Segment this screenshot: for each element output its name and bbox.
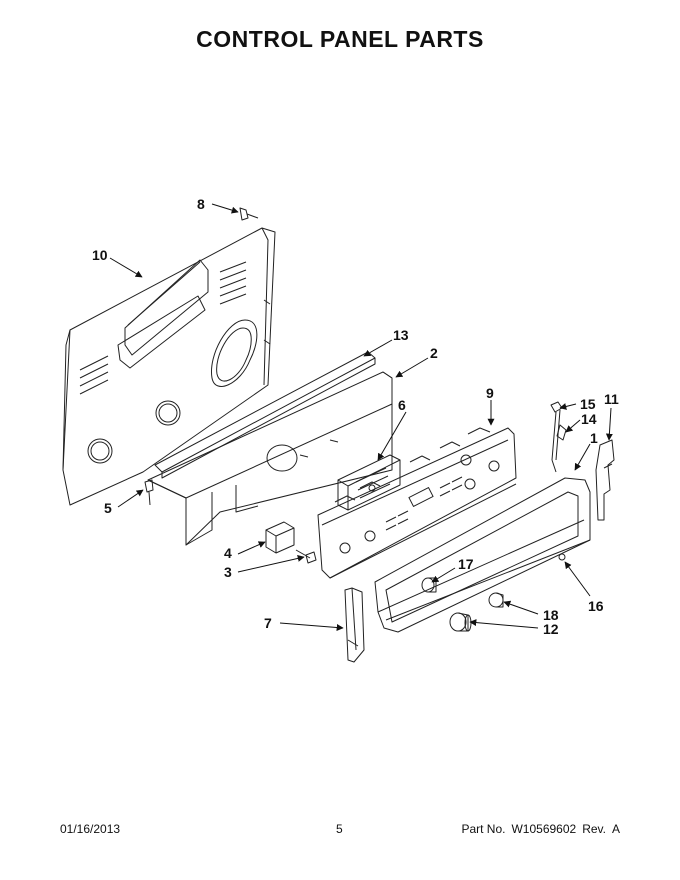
control-board-module	[337, 454, 401, 511]
part-label: Part No.	[461, 822, 506, 836]
leader-5	[117, 489, 144, 508]
wire-part-15	[550, 401, 567, 473]
leader-17	[431, 567, 456, 583]
callout-7: 7	[264, 615, 272, 631]
leader-10	[109, 257, 143, 278]
leader-6	[377, 411, 407, 461]
switch-part-4	[265, 521, 317, 564]
rear-panel	[62, 227, 276, 506]
leader-4	[237, 541, 266, 555]
leader-16	[564, 561, 591, 597]
leader-3	[237, 554, 305, 573]
leader-18	[503, 600, 539, 615]
screw-part-16	[558, 553, 566, 561]
leader-1	[574, 443, 591, 471]
footer-date: 01/16/2013	[60, 822, 121, 836]
knob-part-12	[449, 612, 472, 632]
callout-6: 6	[398, 397, 406, 413]
leader-13	[363, 339, 393, 357]
leader-2	[395, 357, 429, 378]
leader-7	[279, 622, 344, 631]
callout-18: 18	[543, 607, 559, 623]
callout-3: 3	[224, 564, 232, 580]
page-title: CONTROL PANEL PARTS	[196, 26, 484, 52]
manifold-panel	[147, 371, 393, 546]
callout-11: 11	[604, 391, 619, 407]
cap-part-18	[488, 592, 504, 608]
footer-part-info: Part No. W10569602 Rev. A	[461, 822, 620, 836]
callout-14: 14	[581, 411, 597, 427]
panel-trim	[374, 477, 591, 633]
callout-17: 17	[458, 556, 474, 572]
leader-8	[211, 203, 239, 214]
callout-9: 9	[486, 385, 494, 401]
callout-15: 15	[580, 396, 596, 412]
footer-page-number: 5	[336, 822, 343, 836]
leader-14	[565, 419, 581, 433]
rev-label: Rev.	[582, 822, 606, 836]
callout-2: 2	[430, 345, 438, 361]
callout-8: 8	[197, 196, 205, 212]
leader-12	[469, 619, 539, 629]
callout-16: 16	[588, 598, 604, 614]
callout-5: 5	[104, 500, 112, 516]
side-bracket-7	[344, 587, 365, 663]
screw-part-5	[144, 479, 154, 506]
callout-12: 12	[543, 621, 559, 637]
callout-1: 1	[590, 430, 598, 446]
side-bracket-11	[595, 439, 615, 521]
leader-11	[605, 407, 613, 441]
callout-13: 13	[393, 327, 409, 343]
callout-4: 4	[224, 545, 232, 561]
callout-10: 10	[92, 247, 108, 263]
leader-15	[559, 403, 577, 410]
bracket-strip	[154, 351, 376, 479]
knob-part-17	[421, 577, 437, 593]
control-panel-board	[317, 427, 517, 579]
rev-value: A	[611, 822, 620, 836]
part-number: W10569602	[511, 822, 577, 836]
screw-part-8	[239, 207, 259, 221]
